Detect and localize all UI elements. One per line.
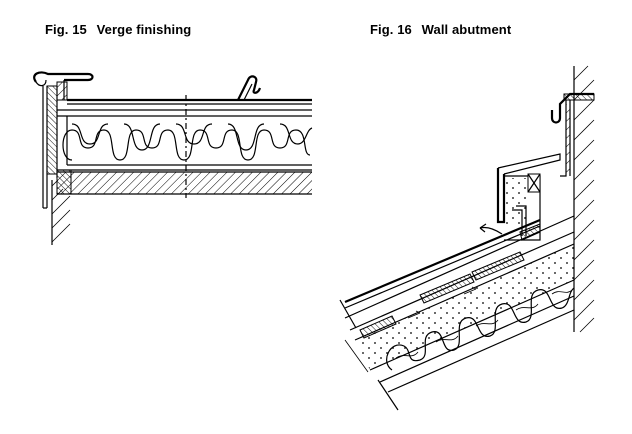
verge-upstand bbox=[42, 85, 58, 209]
figure-15-caption: Fig. 15 Verge finishing bbox=[45, 22, 191, 37]
figure-15-number: Fig. 15 bbox=[45, 22, 87, 37]
verge-capping bbox=[33, 71, 94, 101]
figure-15-title: Verge finishing bbox=[96, 22, 192, 37]
verge-finishing-drawing bbox=[33, 71, 313, 245]
standing-seam bbox=[237, 75, 262, 101]
wall-abutment-drawing bbox=[339, 65, 595, 411]
roof-deck-layers bbox=[56, 98, 312, 195]
sloped-roof-layers bbox=[344, 215, 575, 393]
abutment-cover bbox=[479, 153, 561, 241]
abutment-flashing bbox=[550, 92, 595, 177]
abutment-break-lines bbox=[339, 299, 399, 411]
figure-16-title: Wall abutment bbox=[421, 22, 512, 37]
figure-16-number: Fig. 16 bbox=[370, 22, 412, 37]
abutment-wall bbox=[573, 65, 595, 333]
insulation-wave bbox=[62, 123, 313, 161]
figure-16-caption: Fig. 16 Wall abutment bbox=[370, 22, 511, 37]
